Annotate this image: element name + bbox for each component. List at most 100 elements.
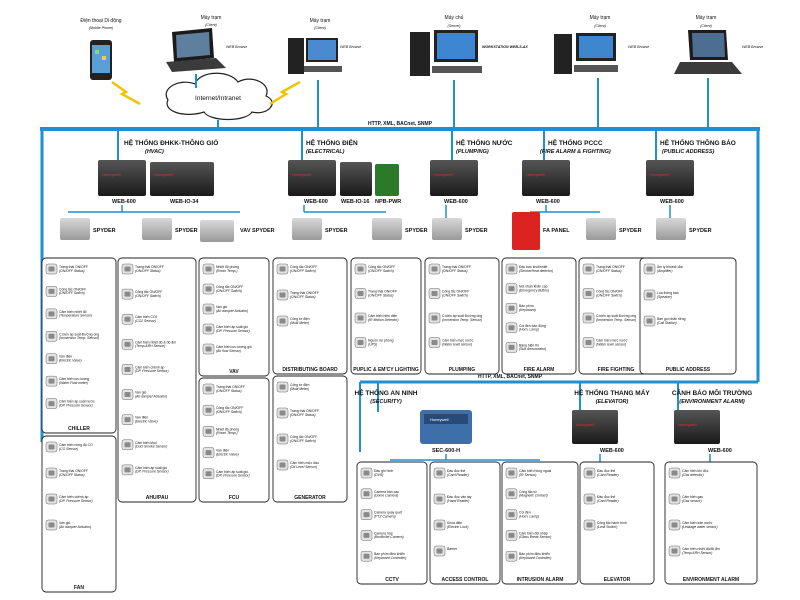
client-1-sub: (Client) [205, 23, 217, 27]
connector-lines [68, 205, 671, 220]
field-device-icon [45, 467, 58, 479]
group-box [424, 257, 500, 375]
module-label: FA PANEL [543, 228, 570, 234]
field-device-icon [202, 323, 215, 335]
system-3-title: HỆ THỐNG PCCC [548, 137, 603, 147]
group-title: FAN [74, 585, 84, 591]
field-device-icon [45, 398, 58, 410]
field-device-icon [121, 464, 134, 476]
bottom-system-0-title: HỆ THỐNG AN NINH [355, 387, 418, 397]
system-4-sub: (PUBLIC ADDRESS) [662, 149, 715, 155]
group-box [350, 257, 422, 375]
field-device-label: Công tắc ON/OFF(ON/OFF Switch) [216, 405, 243, 414]
field-device-icon [202, 447, 215, 459]
field-device-label: Cảm biến mức nước(Water level sensor) [596, 339, 628, 347]
group-2: Trạng thái ON/OFF(ON/OFF Status) Công tắc… [117, 257, 197, 503]
client-2-name: Máy trạm [310, 18, 331, 24]
field-device-label: Trạng thái ON/OFF(ON/OFF Status) [59, 469, 88, 477]
bus-label: HTTP, XML, BACnet, SNMP [368, 121, 433, 127]
field-device-icon [276, 315, 289, 327]
svg-text:Honeywell: Honeywell [526, 172, 545, 177]
field-device-icon [505, 302, 518, 314]
field-device-icon [202, 468, 215, 480]
group-11: Âm ly khuếch đại(Amplifier)Loa thông báo… [639, 257, 737, 375]
field-device-label: Cảm biến áp suất gió(DP. Pressure Sensor… [135, 466, 169, 474]
field-device-icon [505, 550, 518, 562]
svg-text:Honeywell: Honeywell [678, 422, 697, 427]
group-box [356, 461, 428, 585]
group-box [272, 375, 348, 503]
spyder-module-icon [142, 218, 172, 240]
field-device-label: Còi đèn báo động(Horn, Lamp) [519, 324, 546, 332]
security-controller-label: SEC-600-H [432, 448, 460, 454]
field-device-icon [45, 308, 58, 320]
field-device-icon [45, 330, 58, 342]
client-5-extra: WEB Browse [742, 45, 763, 49]
field-device-label: Cảm biến lưu lượng gió(Air flow Sensor) [216, 345, 252, 353]
bottom-system-2-sub: (ENVIRONMENT ALARM) [679, 399, 745, 405]
field-device-label: Trạng thái ON/OFF(ON/OFF Status) [135, 265, 164, 273]
controller-web600-icon: Honeywell [674, 410, 720, 444]
bottom-system-0-sub: (SECURITY) [370, 399, 402, 405]
field-device-label: C.biến áp suất Đường ống(Immersion Temp.… [442, 314, 482, 322]
field-device-label: Công tơ điện(Multi Meter) [290, 317, 310, 325]
spyder-module-icon [432, 218, 462, 240]
group-title: FCU [229, 495, 240, 501]
field-device-icon [505, 529, 518, 541]
group-box [198, 257, 270, 377]
client-2-sub: (Client) [314, 26, 326, 30]
group-box [117, 257, 197, 503]
module-label: SPYDER [689, 228, 712, 234]
field-device-label: Công tắc ON/OFF(ON/OFF Switch) [59, 286, 86, 295]
field-device-groups-bottom: Đầu ghi hình(DVR)Camera bán cầu(Dome Cam… [356, 461, 758, 585]
group-box [429, 461, 501, 585]
field-device-icon [45, 285, 58, 297]
wireless-link-icon [111, 80, 141, 106]
module-label: SPYDER [619, 228, 642, 234]
group-8: Trạng thái ON/OFF(ON/OFF Status)Công tắc… [424, 257, 500, 375]
field-device-label: C.biến áp suất Đường ống(Immersion Temp.… [59, 332, 99, 340]
group-box [579, 461, 655, 585]
field-device-icon [354, 312, 367, 324]
field-device-icon [582, 337, 595, 348]
field-device-label: Công tơ điện(Multi Meter) [290, 383, 310, 391]
field-device-label: Công tắc ON/OFF(ON/OFF Switch) [442, 289, 469, 298]
module-row [60, 212, 686, 250]
field-device-icon [276, 381, 289, 393]
system-3-sub: (FIRE ALARM & FIGHTING) [540, 149, 611, 155]
group-title: VAV [229, 369, 239, 375]
field-device-label: Đầu đọc thẻ(Card Reader) [597, 469, 619, 477]
field-device-label: Cảm biến hồng ngoại(IR Sensor) [519, 469, 551, 477]
group-title: FIRE ALARM [524, 367, 555, 373]
group-title: INTRUSION ALARM [517, 577, 564, 583]
spyder-module-icon [656, 218, 686, 240]
field-device-icon [668, 519, 681, 531]
field-device-label: Bảng hiển thị(Sub Annunciator) [519, 343, 546, 351]
field-device-icon [433, 467, 446, 479]
power-supply-icon [375, 164, 399, 196]
client-5-sub: (Client) [700, 24, 712, 28]
field-device-label: Van điện(Electric Valve) [59, 355, 82, 363]
field-device-label: Cảm biến đột nhập(Glass Break Sensor) [519, 531, 551, 539]
field-device-label: Cảm biến nhiệt độ/độ ẩm(Temp.&RH Sensor) [682, 547, 720, 555]
svg-text:Honeywell: Honeywell [292, 172, 311, 177]
spyder-module-icon [292, 218, 322, 240]
field-device-label: Công tắc ON/OFF(ON/OFF Switch) [135, 289, 162, 298]
group-1: Cảm biến nồng độ CO(CO Sensor)Trạng thái… [41, 435, 117, 593]
group-4: Trạng thái ON/OFF(ON/OFF Status)Công tắc… [198, 377, 270, 503]
field-device-label: Camera hộp(BoxBullet Camera) [374, 531, 404, 539]
svg-text:Honeywell: Honeywell [430, 417, 449, 422]
group-title: FIRE FIGHTING [598, 367, 635, 373]
client-5-name: Máy trạm [696, 15, 717, 21]
field-device-icon [121, 389, 134, 401]
field-device-icon [428, 263, 441, 275]
field-device-label: Công tắc từ(Magnetic Contact) [519, 489, 548, 498]
field-device-icon [121, 263, 134, 275]
field-device-label: Camera bán cầu(Dome Camera) [374, 490, 399, 498]
field-device-icon [121, 338, 134, 350]
controller-row: Honeywell Honeywell Honeywell Honeywell … [98, 160, 694, 196]
controller-label: WEB-600 [304, 199, 328, 205]
desktop-computer-icon [554, 33, 618, 74]
field-device-label: Công tắc ON/OFF(ON/OFF Switch) [596, 289, 623, 298]
